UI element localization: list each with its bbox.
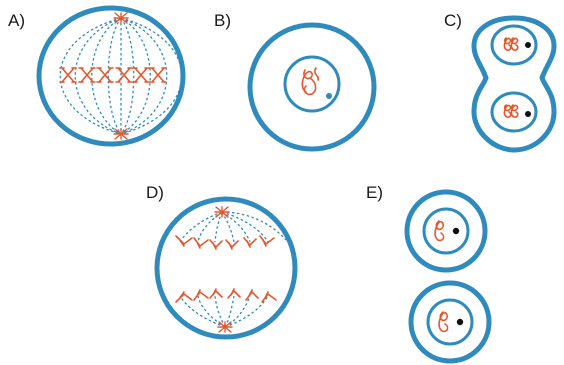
chromatin xyxy=(301,67,320,96)
chromatids-lower xyxy=(175,288,277,303)
nucleus xyxy=(283,55,341,113)
panel-d: D) xyxy=(146,183,298,340)
panel-e: E) xyxy=(366,183,492,364)
centrosome-bottom xyxy=(217,321,233,333)
daughter-cell-top xyxy=(404,189,488,273)
panel-label-a: A) xyxy=(8,11,25,30)
chromatin-bottom xyxy=(438,311,449,333)
cell-membrane xyxy=(36,5,186,147)
panel-c: C) xyxy=(444,11,557,153)
cell-membrane xyxy=(154,196,298,340)
centriole-dot xyxy=(326,93,332,99)
nucleus-bottom xyxy=(490,91,538,133)
panel-b: B) xyxy=(214,11,377,152)
centriole-dot xyxy=(525,42,531,48)
metaphase-chromosomes xyxy=(59,67,167,83)
chromatids-upper xyxy=(175,235,275,250)
nucleus-top xyxy=(422,207,470,255)
centrosome-bottom xyxy=(113,128,129,140)
dividing-cell-membrane xyxy=(471,15,557,153)
chromatin-top xyxy=(434,220,445,242)
chromatin-top xyxy=(503,37,519,51)
chromatin-bottom xyxy=(503,104,519,118)
nucleus-top xyxy=(490,24,538,66)
panel-a: A) xyxy=(8,5,186,147)
centriole-dot xyxy=(452,227,460,235)
panel-label-c: C) xyxy=(444,11,462,30)
spindle-fibers xyxy=(179,211,287,328)
nucleus-bottom xyxy=(426,298,474,346)
panel-label-e: E) xyxy=(366,183,383,202)
panel-label-d: D) xyxy=(146,183,164,202)
centrosome-top xyxy=(214,206,230,218)
cell-membrane xyxy=(247,22,377,152)
centrosome-top xyxy=(113,12,129,24)
centriole-dot xyxy=(456,318,464,326)
daughter-cell-bottom xyxy=(408,280,492,364)
centriole-dot xyxy=(525,111,531,117)
spindle-fibers xyxy=(59,17,183,135)
panel-label-b: B) xyxy=(214,11,231,30)
